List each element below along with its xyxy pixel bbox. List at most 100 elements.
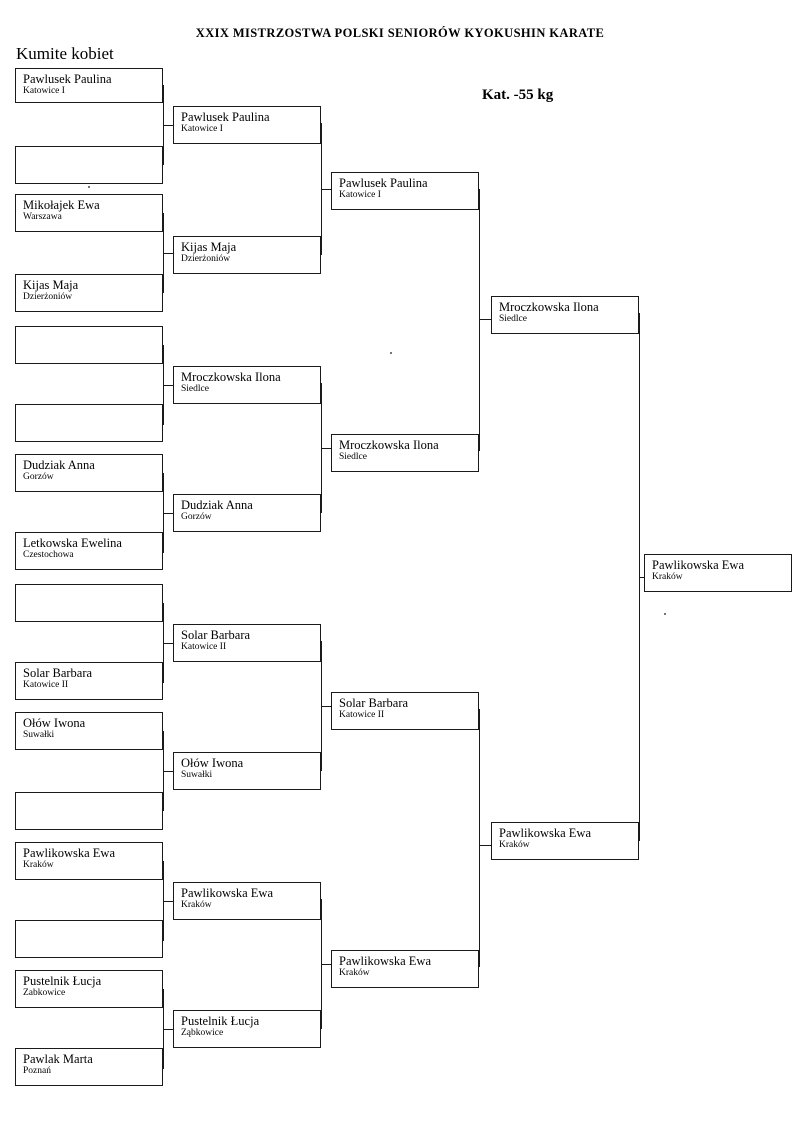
slot-name: Pawlikowska Ewa <box>652 558 744 572</box>
connector <box>163 253 173 255</box>
bracket-slot[interactable]: Pustelnik Łucja Zabkowice <box>15 970 163 1008</box>
slot-city: Katowice I <box>339 190 381 200</box>
slot-city: Zabkowice <box>23 988 66 998</box>
slot-city: Katowice II <box>23 680 69 690</box>
slot-name: Mroczkowska Ilona <box>499 300 599 314</box>
slot-city: Ząbkowice <box>181 1028 224 1038</box>
slot-city: Katowice I <box>23 86 65 96</box>
bracket-slot[interactable]: Solar Barbara Katowice II <box>15 662 163 700</box>
bracket-slot[interactable]: Solar Barbara Katowice II <box>331 692 479 730</box>
connector <box>321 964 331 966</box>
slot-city: Suwałki <box>23 730 55 740</box>
slot-name: Solar Barbara <box>181 628 251 642</box>
bracket-slot[interactable]: Pawlikowska Ewa Kraków <box>331 950 479 988</box>
slot-city: Kraków <box>339 968 370 978</box>
slot-city: Katowice II <box>181 642 227 652</box>
slot-city: Dzierżoniów <box>181 254 231 264</box>
slot-name: Dudziak Anna <box>181 498 253 512</box>
connector <box>163 771 173 773</box>
bracket-slot[interactable] <box>15 146 163 184</box>
bracket-slot[interactable] <box>15 326 163 364</box>
bracket-slot[interactable]: Kijas Maja Dzierżoniów <box>173 236 321 274</box>
bracket-slot[interactable] <box>15 584 163 622</box>
bracket-slot[interactable]: Mikołajek Ewa Warszawa <box>15 194 163 232</box>
slot-city: Czestochowa <box>23 550 74 560</box>
slot-name: Pawlusek Paulina <box>339 176 428 190</box>
bracket-slot[interactable]: Ołów Iwona Suwałki <box>173 752 321 790</box>
slot-name: Solar Barbara <box>23 666 93 680</box>
bracket-slot[interactable]: Pawlusek Paulina Katowice I <box>15 68 163 103</box>
scan-speck <box>88 186 90 188</box>
connector <box>321 706 331 708</box>
slot-name: Pawlikowska Ewa <box>339 954 431 968</box>
slot-city: Siedlce <box>181 384 209 394</box>
bracket-slot[interactable] <box>15 404 163 442</box>
bracket-slot[interactable]: Mroczkowska Ilona Siedlce <box>491 296 639 334</box>
connector <box>321 448 331 450</box>
slot-city: Kraków <box>23 860 54 870</box>
slot-city: Gorzów <box>181 512 212 522</box>
slot-name: Pawlikowska Ewa <box>181 886 273 900</box>
bracket-slot[interactable]: Solar Barbara Katowice II <box>173 624 321 662</box>
bracket-slot[interactable]: Ołów Iwona Suwałki <box>15 712 163 750</box>
slot-city: Suwałki <box>181 770 213 780</box>
bracket-slot[interactable]: Pawlusek Paulina Katowice I <box>331 172 479 210</box>
bracket-slot[interactable]: Mroczkowska Ilona Siedlce <box>173 366 321 404</box>
scan-speck <box>664 613 666 615</box>
slot-name: Letkowska Ewelina <box>23 536 122 550</box>
slot-city: Kraków <box>652 572 683 582</box>
bracket-slot[interactable]: Letkowska Ewelina Czestochowa <box>15 532 163 570</box>
slot-name: Mikołajek Ewa <box>23 198 100 212</box>
slot-name: Kijas Maja <box>23 278 79 292</box>
connector <box>163 513 173 515</box>
bracket-slot[interactable]: Pawlikowska Ewa Kraków <box>15 842 163 880</box>
slot-city: Siedlce <box>339 452 367 462</box>
slot-name: Pawlusek Paulina <box>181 110 270 124</box>
connector <box>479 319 491 321</box>
slot-city: Gorzów <box>23 472 54 482</box>
slot-city: Katowice II <box>339 710 385 720</box>
slot-city: Warszawa <box>23 212 62 222</box>
connector <box>163 125 173 127</box>
bracket-slot[interactable]: Pawlikowska Ewa Kraków <box>173 882 321 920</box>
connector <box>163 643 173 645</box>
slot-name: Mroczkowska Ilona <box>181 370 281 384</box>
connector <box>163 901 173 903</box>
slot-city: Poznań <box>23 1066 51 1076</box>
slot-name: Mroczkowska Ilona <box>339 438 439 452</box>
bracket-slot[interactable]: Pustelnik Łucja Ząbkowice <box>173 1010 321 1048</box>
bracket-slot[interactable]: Mroczkowska Ilona Siedlce <box>331 434 479 472</box>
slot-city: Siedlce <box>499 314 527 324</box>
slot-city: Dzierżoniów <box>23 292 73 302</box>
page-title: XXIX MISTRZOSTWA POLSKI SENIORÓW KYOKUSH… <box>195 26 605 40</box>
slot-name: Kijas Maja <box>181 240 237 254</box>
connector <box>163 385 173 387</box>
slot-name: Ołów Iwona <box>181 756 244 770</box>
slot-name: Pawlak Marta <box>23 1052 93 1066</box>
bracket-slot[interactable]: Dudziak Anna Gorzów <box>15 454 163 492</box>
section-label: Kumite kobiet <box>16 44 114 63</box>
slot-name: Solar Barbara <box>339 696 409 710</box>
slot-city: Kraków <box>499 840 530 850</box>
scan-speck <box>390 352 392 354</box>
bracket-slot[interactable]: Dudziak Anna Gorzów <box>173 494 321 532</box>
bracket-slot[interactable] <box>15 792 163 830</box>
slot-name: Pawlusek Paulina <box>23 72 112 86</box>
bracket-slot[interactable]: Kijas Maja Dzierżoniów <box>15 274 163 312</box>
bracket-slot[interactable]: Pawlusek Paulina Katowice I <box>173 106 321 144</box>
bracket-slot-champion[interactable]: Pawlikowska Ewa Kraków <box>644 554 792 592</box>
bracket-slot[interactable]: Pawlak Marta Poznań <box>15 1048 163 1086</box>
connector <box>163 1029 173 1031</box>
connector <box>479 709 481 967</box>
category-label: Kat. -55 kg <box>482 87 554 103</box>
slot-name: Ołów Iwona <box>23 716 86 730</box>
slot-name: Pawlikowska Ewa <box>499 826 591 840</box>
bracket-slot[interactable] <box>15 920 163 958</box>
connector <box>639 577 644 579</box>
bracket-slot[interactable]: Pawlikowska Ewa Kraków <box>491 822 639 860</box>
slot-name: Dudziak Anna <box>23 458 95 472</box>
slot-city: Kraków <box>181 900 212 910</box>
slot-name: Pustelnik Łucja <box>23 974 102 988</box>
slot-name: Pustelnik Łucja <box>181 1014 260 1028</box>
